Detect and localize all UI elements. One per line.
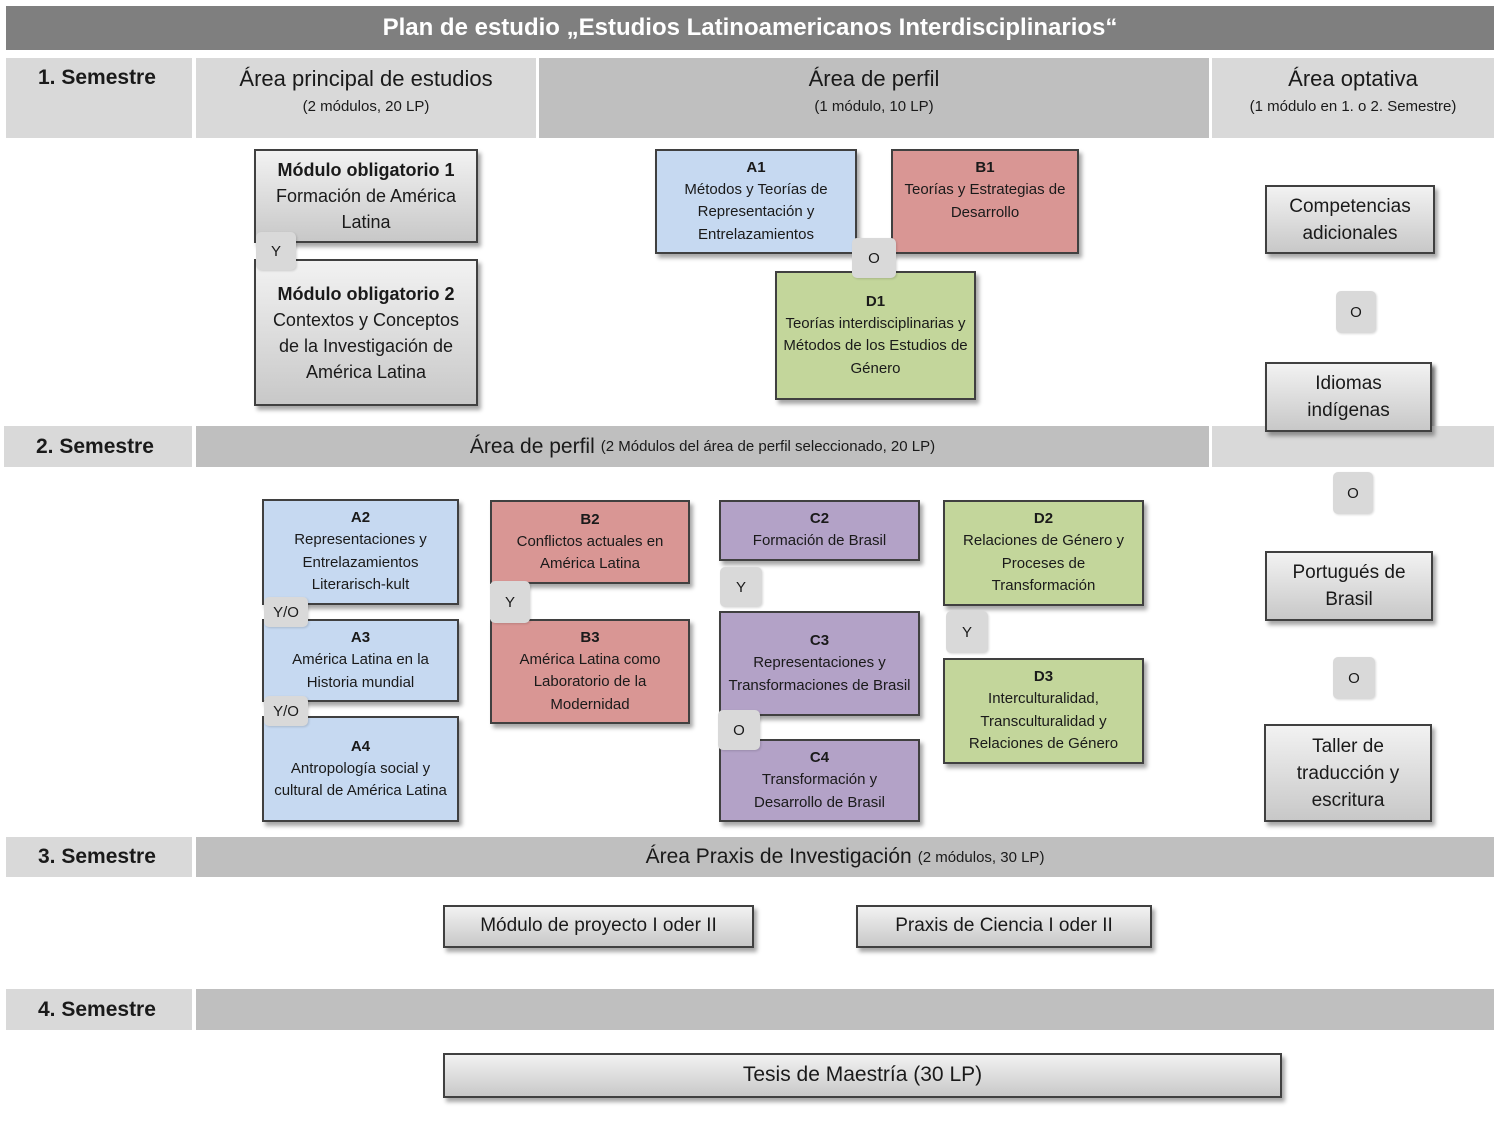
page-title: Plan de estudio „Estudios Latinoamerican… [6, 6, 1494, 50]
semester-2-text: 2. Semestre [36, 434, 154, 458]
module-c2: C2 Formación de Brasil [719, 500, 920, 561]
module-a2: A2 Representaciones y Entrelazamientos L… [262, 499, 459, 605]
area-principal-sub: (2 módulos, 20 LP) [302, 98, 430, 115]
module-d1: D1 Teorías interdisciplinarias y Métodos… [775, 271, 976, 400]
module-text: Métodos y Teorías de Representación y En… [684, 180, 828, 243]
module-a4: A4 Antropología social y cultural de Amé… [262, 716, 459, 822]
module-code: Módulo obligatorio 1 [277, 160, 455, 180]
module-code: Módulo obligatorio 2 [277, 283, 455, 304]
area-perfil-2-title: Área de perfil [469, 434, 595, 458]
module-obligatorio-2: Módulo obligatorio 2 Contextos y Concept… [254, 259, 478, 406]
header-area-principal: Área principal de estudios (2 módulos, 2… [196, 58, 536, 138]
module-c3: C3 Representaciones y Transformaciones d… [719, 611, 920, 716]
module-proyecto: Módulo de proyecto I oder II [443, 905, 754, 948]
module-b1: B1 Teorías y Estrategias de Desarrollo [891, 149, 1079, 254]
header-area-perfil: Área de perfil (1 módulo, 10 LP) [539, 58, 1209, 138]
module-text: Formación de Brasil [752, 532, 887, 550]
area-praxis-sub: (2 módulos, 30 LP) [917, 848, 1045, 866]
header-optativa-2 [1212, 426, 1494, 467]
semester-2-label: 2. Semestre [4, 426, 192, 467]
module-text: Competencias adicionales [1289, 195, 1411, 244]
module-idiomas-overlay: Idiomas indígenas [1265, 362, 1432, 432]
connector-y-o: Y/O [264, 696, 308, 726]
semester-3-label: 3. Semestre [6, 837, 192, 877]
connector-o: O [1336, 291, 1376, 333]
module-text: Formación de América Latina [275, 186, 457, 232]
header-area-optativa: Área optativa (1 módulo en 1. o 2. Semes… [1212, 58, 1494, 138]
module-taller: Taller de traducción y escritura [1264, 724, 1432, 822]
module-text: Transformación y Desarrollo de Brasil [754, 771, 885, 811]
module-c4: C4 Transformación y Desarrollo de Brasil [719, 739, 920, 822]
module-code: A3 [350, 629, 371, 646]
area-optativa-title: Área optativa [1288, 66, 1418, 91]
module-code: B1 [975, 159, 995, 176]
module-text: Idiomas indígenas [1307, 373, 1390, 421]
connector-o: O [852, 238, 896, 278]
module-portugues: Portugués de Brasil [1265, 551, 1433, 621]
module-tesis: Tesis de Maestría (30 LP) [443, 1053, 1282, 1098]
module-text: América Latina en la Historia mundial [292, 651, 429, 691]
module-text: Conflictos actuales en América Latina [516, 532, 664, 573]
module-a1: A1 Métodos y Teorías de Representación y… [655, 149, 857, 254]
module-code: A2 [350, 509, 371, 527]
module-code: A1 [746, 158, 766, 176]
header-semester-4 [196, 989, 1494, 1030]
module-code: C3 [809, 632, 830, 649]
module-d2: D2 Relaciones de Género y Proceses de Tr… [943, 500, 1144, 606]
connector-y: Y [946, 611, 988, 653]
module-code: C4 [809, 749, 830, 766]
module-text: Tesis de Maestría (30 LP) [742, 1063, 983, 1087]
module-d3: D3 Interculturalidad, Transculturalidad … [943, 658, 1144, 764]
module-obligatorio-1: Módulo obligatorio 1 Formación de Améric… [254, 149, 478, 243]
module-b2: B2 Conflictos actuales en América Latina [490, 500, 690, 584]
module-text: Taller de traducción y escritura [1296, 735, 1400, 811]
module-competencias: Competencias adicionales [1265, 185, 1435, 254]
module-code: A4 [350, 737, 371, 755]
module-text: Praxis de Ciencia I oder II [895, 915, 1113, 937]
module-code: D1 [865, 292, 886, 310]
semester-1-text: 1. Semestre [38, 66, 156, 89]
area-perfil-title: Área de perfil [808, 66, 940, 91]
module-text: América Latina como Laboratorio de la Mo… [519, 650, 661, 713]
module-text: Portugués de Brasil [1292, 562, 1406, 610]
module-code: B3 [580, 628, 600, 646]
semester-3-text: 3. Semestre [38, 845, 156, 868]
area-perfil-sub: (1 módulo, 10 LP) [814, 98, 934, 115]
connector-y: Y [490, 581, 530, 623]
module-code: D3 [1033, 668, 1054, 686]
module-text: Representaciones y Transformaciones de B… [728, 654, 911, 694]
connector-y-o: Y/O [264, 597, 308, 627]
module-text: Contextos y Conceptos de la Investigació… [272, 309, 460, 382]
connector-o: O [1333, 657, 1375, 699]
module-text: Representaciones y Entrelazamientos Lite… [294, 531, 427, 594]
module-text: Interculturalidad, Transculturalidad y R… [968, 690, 1119, 753]
module-text: Teorías interdisciplinarias y Métodos de… [783, 314, 968, 377]
module-text: Relaciones de Género y Proceses de Trans… [963, 532, 1124, 595]
header-area-praxis: Área Praxis de Investigación (2 módulos,… [196, 837, 1494, 877]
module-code: D2 [1033, 510, 1054, 528]
module-code: B2 [580, 510, 600, 528]
connector-y: Y [256, 232, 296, 270]
semester-4-label: 4. Semestre [6, 989, 192, 1030]
module-text: Módulo de proyecto I oder II [480, 915, 717, 937]
module-code: C2 [809, 510, 830, 528]
module-text: Antropología social y cultural de Améric… [274, 759, 447, 800]
semester-1-label: 1. Semestre [6, 58, 192, 138]
connector-o: O [1333, 472, 1373, 514]
area-perfil-2-sub: (2 Módulos del área de perfil selecciona… [600, 438, 936, 455]
module-text: Teorías y Estrategias de Desarrollo [904, 181, 1066, 221]
connector-y: Y [720, 567, 762, 607]
module-b3: B3 América Latina como Laboratorio de la… [490, 619, 690, 724]
semester-4-text: 4. Semestre [38, 997, 156, 1021]
area-principal-title: Área principal de estudios [239, 66, 493, 91]
header-area-perfil-2: Área de perfil (2 Módulos del área de pe… [196, 426, 1209, 467]
module-praxis-ciencia: Praxis de Ciencia I oder II [856, 905, 1152, 948]
module-a3: A3 América Latina en la Historia mundial [262, 619, 459, 702]
connector-o: O [718, 710, 760, 750]
area-praxis-title: Área Praxis de Investigación [645, 845, 912, 868]
area-optativa-sub: (1 módulo en 1. o 2. Semestre) [1249, 98, 1457, 115]
